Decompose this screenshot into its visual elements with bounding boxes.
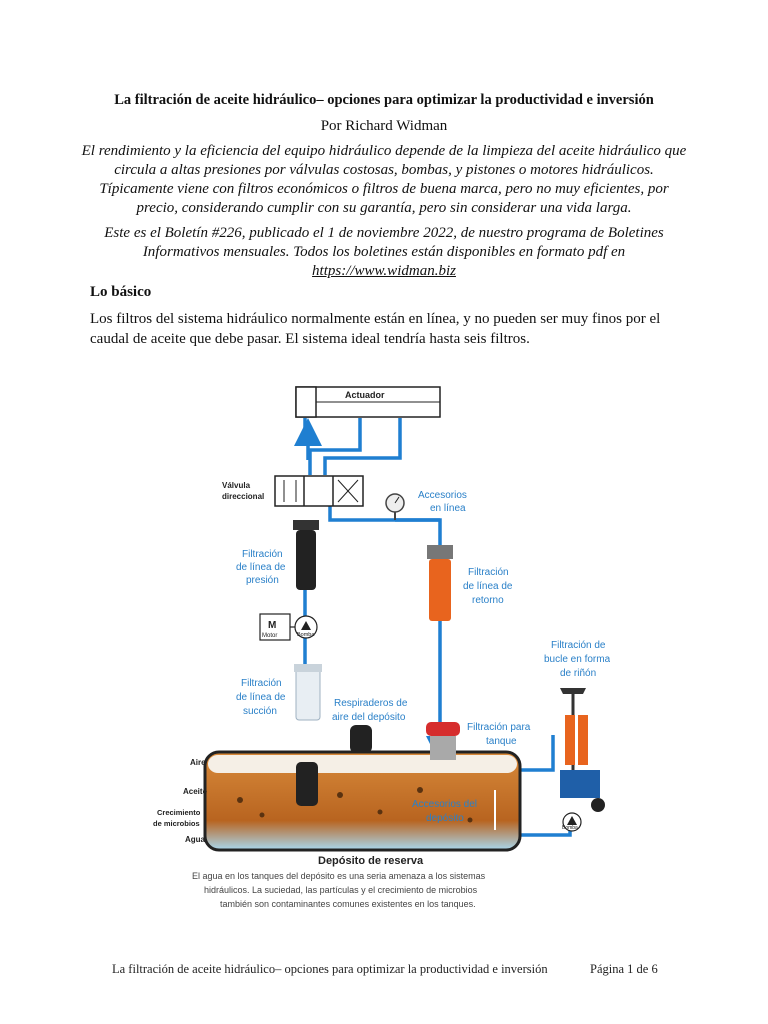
actuator-cylinder: Actuador xyxy=(295,386,441,418)
intro-paragraph: Los filtros del sistema hidráulico norma… xyxy=(90,311,661,347)
motor-pump: M Motor Bomba xyxy=(259,613,318,641)
pump-label: Bomba xyxy=(297,632,315,638)
return-filter xyxy=(427,545,453,621)
suction-filter xyxy=(294,664,322,721)
inline-accessories-label-2: en línea xyxy=(430,503,466,514)
return-filter-label-3: retorno xyxy=(472,595,504,606)
kidney-filter-label-2: bucle en forma xyxy=(544,654,610,665)
suction-filter-label-1: Filtración xyxy=(241,678,282,689)
section-heading: Lo básico xyxy=(90,284,152,300)
actuator-label: Actuador xyxy=(345,390,385,400)
layer-microbes-label-2: de microbios xyxy=(153,819,200,828)
hydraulic-system-diagram: Actuador Válvula direccional xyxy=(153,386,610,909)
layer-microbes-label-1: Crecimiento xyxy=(157,808,201,817)
document-title: La filtración de aceite hidráulico– opci… xyxy=(114,92,654,108)
tank-filter-label-1: Filtración para xyxy=(467,722,531,733)
motor-label: Motor xyxy=(262,633,277,639)
layer-water-label: Agua xyxy=(185,835,206,844)
kidney-filter-label-3: de riñón xyxy=(560,668,596,679)
reservoir-caption-1: El agua en los tanques del depósito es u… xyxy=(192,871,486,881)
reservoir-caption-2: hidráulicos. La suciedad, las partículas… xyxy=(204,885,478,895)
breather-cap xyxy=(350,725,372,753)
widman-link[interactable]: https://www.widman.biz xyxy=(312,263,456,279)
suction-strainer xyxy=(296,762,318,806)
inline-accessories-label-1: Accesorios xyxy=(418,490,467,501)
pressure-filter xyxy=(293,520,319,590)
pressure-gauge-icon xyxy=(385,493,405,520)
suction-filter-label-3: succión xyxy=(243,706,277,717)
document-abstract: El rendimiento y la eficiencia del equip… xyxy=(81,143,687,216)
tank-mounted-filter xyxy=(426,722,460,760)
pressure-filter-label-3: presión xyxy=(246,575,279,586)
pressure-filter-label-1: Filtración xyxy=(242,549,283,560)
bulletin-text: Este es el Boletín #226, publicado el 1 … xyxy=(104,225,664,260)
layer-air-label: Aire xyxy=(190,758,206,767)
valve-label-line2: direccional xyxy=(222,492,264,501)
footer-title: La filtración de aceite hidráulico– opci… xyxy=(112,962,548,976)
return-filter-label-2: de línea de xyxy=(463,581,513,592)
bulletin-note: Este es el Boletín #226, publicado el 1 … xyxy=(80,224,688,281)
breathers-label-1: Respiraderos de xyxy=(334,698,408,709)
kidney-pump-label: Bomba xyxy=(562,825,578,831)
document-author: Por Richard Widman xyxy=(320,118,448,134)
kidney-filter-label-1: Filtración de xyxy=(551,640,606,651)
pressure-filter-label-2: de línea de xyxy=(236,562,286,573)
return-filter-label-1: Filtración xyxy=(468,567,509,578)
layer-oil-label: Aceite xyxy=(183,787,208,796)
motor-letter: M xyxy=(268,620,276,631)
tank-filter-label-2: tanque xyxy=(486,736,517,747)
directional-valve: Válvula direccional xyxy=(222,475,364,507)
kidney-loop-cart xyxy=(560,688,605,812)
breathers-label-2: aire del depósito xyxy=(332,712,406,723)
suction-filter-label-2: de línea de xyxy=(236,692,286,703)
valve-label-line1: Válvula xyxy=(222,481,251,490)
reservoir-title: Depósito de reserva xyxy=(318,855,424,867)
reservoir-tank xyxy=(203,750,522,852)
tank-accessories-label-2: depósito xyxy=(426,813,464,824)
tank-accessories-label-1: Accesorios del xyxy=(412,799,477,810)
reservoir-caption-3: también son contaminantes comunes existe… xyxy=(220,899,476,909)
footer-page-number: Página 1 de 6 xyxy=(590,962,658,976)
